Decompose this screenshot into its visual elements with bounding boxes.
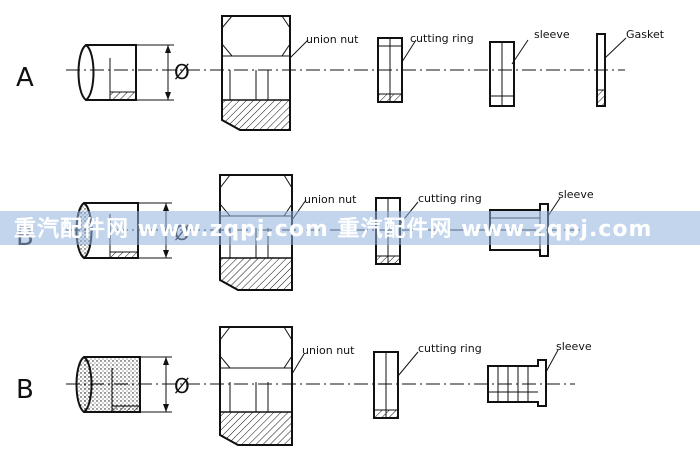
row-a: A Ø union nut (16, 15, 665, 131)
diameter-symbol: Ø (174, 374, 190, 398)
gasket (596, 33, 606, 107)
pipe (77, 43, 137, 102)
watermark-band: 重汽配件网 www.zqpj.com 重汽配件网 www.zqpj.com (0, 211, 700, 245)
row-b-second: B Ø union nut (16, 326, 592, 446)
cutting-ring (377, 37, 403, 103)
diameter-dimension: Ø (140, 356, 190, 413)
row-letter: A (16, 63, 34, 93)
diameter-dimension: Ø (136, 44, 190, 101)
sleeve-label: sleeve (558, 188, 594, 201)
leader-line (511, 39, 529, 65)
sleeve-label: sleeve (556, 340, 592, 353)
watermark-text: 重汽配件网 www.zqpj.com 重汽配件网 www.zqpj.com (14, 216, 652, 242)
cutting-ring-label: cutting ring (418, 192, 482, 205)
row-letter: B (16, 375, 34, 405)
sleeve-label: sleeve (534, 28, 570, 41)
leader-line (545, 349, 559, 373)
sleeve (489, 41, 515, 107)
pipe (75, 355, 141, 414)
leader-line (291, 353, 305, 375)
leader-line (397, 351, 419, 377)
gasket-label: Gasket (626, 28, 665, 41)
leader-line (604, 37, 627, 59)
cutting-ring-label: cutting ring (410, 32, 474, 45)
sleeve (487, 359, 547, 407)
cutting-ring (373, 351, 399, 419)
union-nut-label: union nut (306, 33, 359, 46)
cutting-ring-label: cutting ring (418, 342, 482, 355)
union-nut-label: union nut (304, 193, 357, 206)
leader-line (401, 39, 417, 63)
diameter-symbol: Ø (174, 60, 190, 84)
union-nut (221, 15, 291, 131)
union-nut (219, 326, 293, 446)
union-nut-label: union nut (302, 344, 355, 357)
leader-line (289, 39, 309, 59)
